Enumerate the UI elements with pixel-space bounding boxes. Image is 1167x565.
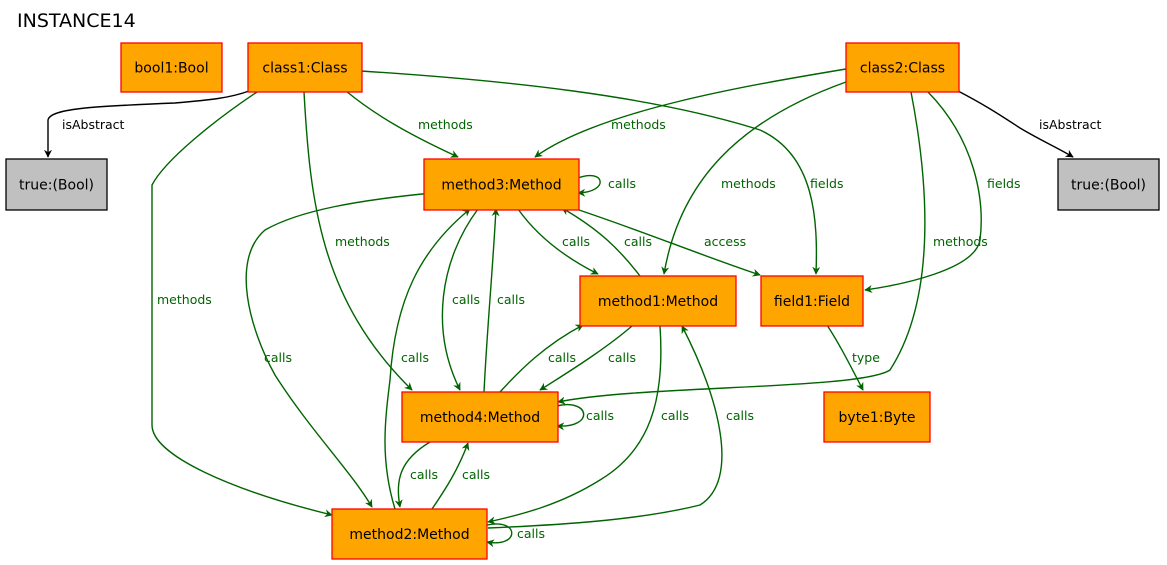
edge-label-calls: calls	[586, 408, 614, 423]
edge-label-methods: methods	[611, 117, 666, 132]
node-box[interactable]	[331, 508, 488, 560]
edge-method4-to-method1	[499, 324, 584, 393]
edge-class1-to-method4	[303, 91, 413, 391]
edge-field1-to-byte1	[826, 324, 864, 391]
edge-label-methods: methods	[721, 176, 776, 191]
edge-class1-to-field1	[360, 70, 821, 275]
edge-method3-to-method4	[441, 208, 479, 391]
node-box[interactable]	[760, 275, 864, 327]
edge-method3-to-field1	[569, 206, 761, 277]
edge-label-calls: calls	[264, 350, 292, 365]
edge-class1-to-method2	[151, 91, 333, 518]
node-byte1[interactable]: byte1:Byte	[823, 391, 931, 443]
edge-label-calls: calls	[608, 176, 636, 191]
node-label: method2:Method	[349, 527, 469, 543]
edge-class1-to-method3	[345, 90, 459, 158]
edge-label-calls: calls	[452, 292, 480, 307]
edge-label-calls: calls	[726, 408, 754, 423]
edge-label-methods: methods	[157, 292, 212, 307]
node-class2[interactable]: class2:Class	[845, 42, 960, 93]
edge-label-calls: calls	[624, 234, 652, 249]
edge-label-fields: fields	[987, 176, 1020, 191]
node-box[interactable]	[823, 391, 931, 443]
node-method3[interactable]: method3:Method	[423, 158, 580, 211]
edge-method4-to-method3	[483, 208, 500, 393]
node-true2[interactable]: true:(Bool)	[1057, 158, 1160, 211]
node-true1[interactable]: true:(Bool)	[5, 158, 108, 211]
edge-class2-to-field1	[864, 91, 982, 293]
node-box[interactable]	[579, 275, 737, 327]
nodes-layer: bool1:Bool class1:Class class2:Class true:(…	[5, 42, 1160, 560]
edge-label-calls: calls	[517, 526, 545, 541]
edge-method2-to-method3	[384, 208, 471, 510]
edge-label-methods: methods	[418, 117, 473, 132]
node-box[interactable]	[423, 158, 580, 211]
node-label: method1:Method	[598, 294, 718, 310]
edge-method4-to-method4	[556, 404, 585, 431]
edge-class2-to-method3	[534, 68, 847, 158]
node-box[interactable]	[1057, 158, 1160, 211]
edge-labels-layer: isAbstract isAbstract methods methods method…	[62, 117, 1102, 541]
edge-method2-to-method2	[486, 523, 513, 548]
diagram-title: INSTANCE14	[17, 10, 136, 32]
edge-label-access: access	[704, 234, 746, 249]
node-method1[interactable]: method1:Method	[579, 275, 737, 327]
edge-method3-to-method3	[577, 174, 601, 197]
edge-label-isAbstract: isAbstract	[62, 117, 125, 132]
edge-class2-to-method1	[661, 81, 847, 275]
edge-method2-to-method4	[431, 442, 470, 510]
node-label: class1:Class	[262, 61, 347, 77]
node-label: field1:Field	[774, 294, 850, 310]
node-box[interactable]	[845, 42, 960, 93]
edge-label-fields: fields	[810, 176, 843, 191]
edge-label-calls: calls	[661, 408, 689, 423]
edge-method4-to-method2	[394, 441, 431, 508]
node-box[interactable]	[247, 42, 363, 93]
edge-label-isAbstract: isAbstract	[1039, 117, 1102, 132]
node-field1[interactable]: field1:Field	[760, 275, 864, 327]
edge-class2-to-true2	[957, 90, 1074, 158]
edge-method3-to-method1	[517, 208, 599, 275]
node-box[interactable]	[120, 42, 223, 93]
edge-label-calls: calls	[497, 292, 525, 307]
edge-label-calls: calls	[401, 350, 429, 365]
edge-label-methods: methods	[933, 234, 988, 249]
node-box[interactable]	[401, 391, 559, 443]
edge-class1-to-true1	[44, 90, 250, 158]
node-label: method4:Method	[420, 410, 540, 426]
edge-label-calls: calls	[608, 350, 636, 365]
edge-label-calls: calls	[462, 467, 490, 482]
node-label: true:(Bool)	[1071, 178, 1146, 194]
node-method2[interactable]: method2:Method	[331, 508, 488, 560]
edge-method1-to-method2	[487, 325, 662, 525]
edge-label-calls: calls	[562, 234, 590, 249]
edge-label-methods: methods	[335, 234, 390, 249]
node-class1[interactable]: class1:Class	[247, 42, 363, 93]
node-label: bool1:Bool	[134, 61, 208, 77]
edge-method2-to-method1	[487, 325, 723, 529]
edge-label-calls: calls	[548, 350, 576, 365]
edge-method1-to-method3	[561, 207, 641, 277]
node-label: method3:Method	[441, 178, 561, 194]
node-bool1[interactable]: bool1:Bool	[120, 42, 223, 93]
edge-label-type: type	[852, 350, 880, 365]
edge-method1-to-method4	[539, 325, 633, 391]
edge-class2-to-method4	[557, 91, 926, 405]
node-method4[interactable]: method4:Method	[401, 391, 559, 443]
node-label: byte1:Byte	[839, 410, 916, 426]
edges-layer	[44, 68, 1074, 548]
node-label: class2:Class	[860, 61, 945, 77]
edge-method3-to-method2	[245, 192, 433, 508]
node-box[interactable]	[5, 158, 108, 211]
node-label: true:(Bool)	[19, 178, 94, 194]
edge-label-calls: calls	[410, 467, 438, 482]
